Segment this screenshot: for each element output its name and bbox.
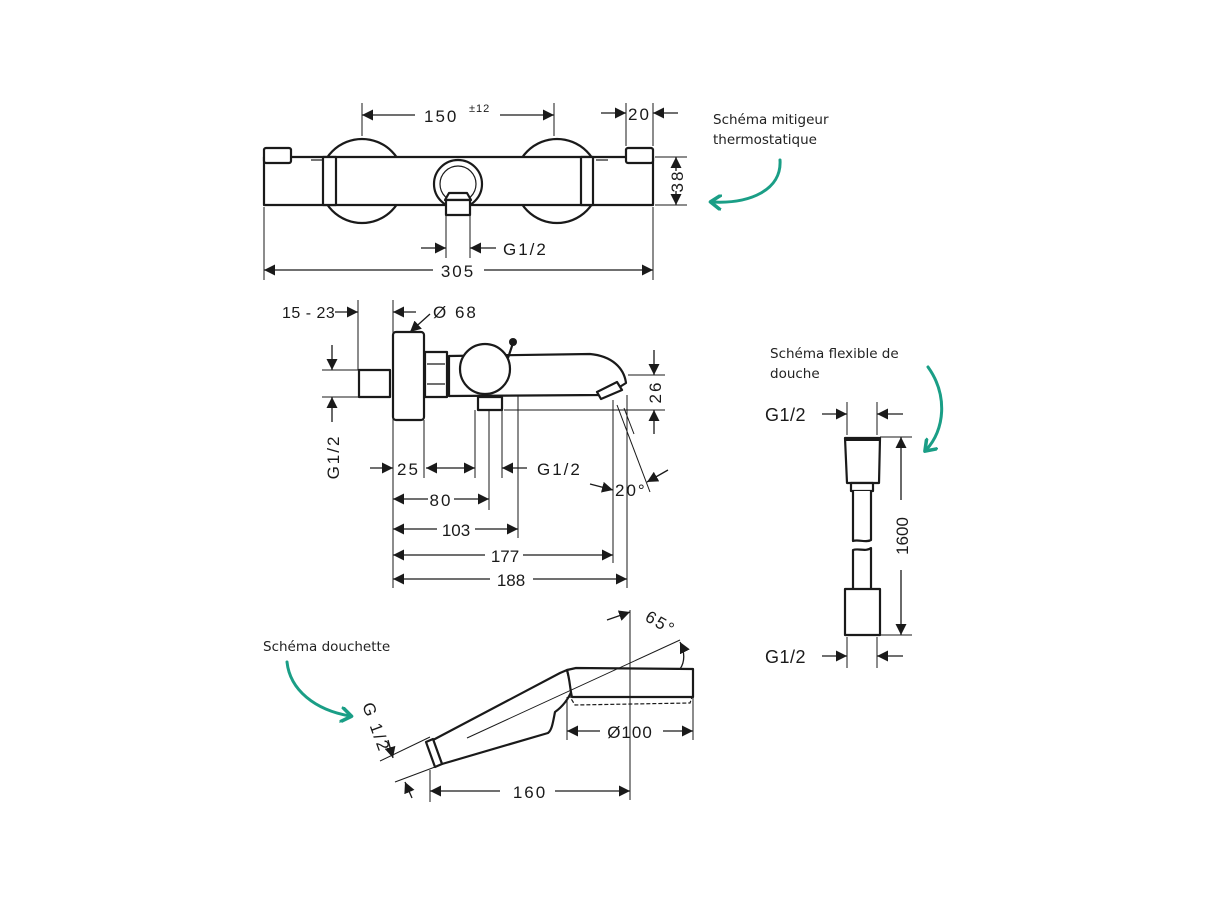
handshower-thread bbox=[424, 737, 444, 769]
thermostat-knob bbox=[458, 342, 512, 396]
mixer-top-view: 150 ±12 20 38 G1/2 305 bbox=[262, 103, 687, 281]
dim-103: 103 bbox=[442, 521, 470, 540]
hose-tube-lower bbox=[851, 546, 873, 591]
dim-188: 188 bbox=[497, 571, 525, 590]
dim-160: 160 bbox=[513, 783, 547, 802]
handshower-handle bbox=[431, 668, 574, 766]
dim-head-diameter: Ø100 bbox=[607, 723, 653, 742]
annotation-handshower: Schéma douchette bbox=[263, 639, 390, 655]
teal-arrow-icon bbox=[285, 660, 350, 716]
dim-38: 38 bbox=[668, 170, 687, 193]
dim-hose-top-thread: G1/2 bbox=[765, 405, 806, 425]
dim-20: 20 bbox=[628, 105, 651, 124]
dim-inlet-thread: G1/2 bbox=[324, 435, 343, 480]
hose-drawing: Schéma flexible de douche G1/2 1600 G1/2 bbox=[765, 346, 944, 668]
dim-80: 80 bbox=[430, 491, 453, 510]
union-nut bbox=[423, 350, 449, 399]
spout-outlet bbox=[595, 380, 624, 401]
hose-bottom-fitting bbox=[843, 587, 882, 637]
dim-outlet-thread: G1/2 bbox=[503, 240, 548, 259]
outlet-nut-side bbox=[476, 395, 504, 412]
right-cap bbox=[624, 146, 655, 165]
dim-wall-range: 15 - 23 bbox=[282, 305, 335, 322]
left-cap bbox=[262, 146, 293, 165]
mixer-side-view: 15 - 23 Ø 68 G1/2 25 G1/2 26 20° 80 103 … bbox=[282, 300, 669, 590]
handshower-drawing: Schéma douchette G 1/2 65° Ø100 160 bbox=[263, 607, 695, 802]
hose-top-collar bbox=[849, 481, 875, 493]
dim-flange-diameter: Ø 68 bbox=[433, 303, 478, 322]
hose-top-fitting bbox=[843, 436, 882, 485]
annotation-mixer-line1: Schéma mitigeur bbox=[713, 112, 829, 128]
dim-handshower-thread: G 1/2 bbox=[358, 700, 394, 755]
annotation-hose-line1: Schéma flexible de bbox=[770, 346, 899, 362]
outlet-spout bbox=[444, 198, 472, 217]
dim-1600: 1600 bbox=[893, 517, 912, 555]
wall-flange bbox=[391, 330, 426, 422]
dim-angle-20: 20° bbox=[615, 481, 647, 500]
dim-150: 150 bbox=[424, 107, 458, 126]
dim-177: 177 bbox=[491, 547, 519, 566]
right-band bbox=[579, 155, 595, 207]
dim-handshower-angle: 65° bbox=[642, 607, 679, 639]
dim-outlet-thread-side: G1/2 bbox=[537, 460, 582, 479]
wall-connector bbox=[357, 368, 392, 399]
dim-26: 26 bbox=[646, 381, 665, 404]
annotation-mixer: Schéma mitigeur thermostatique bbox=[712, 112, 829, 202]
annotation-mixer-line2: thermostatique bbox=[713, 132, 817, 148]
dim-25: 25 bbox=[397, 460, 420, 479]
dim-hose-bottom-thread: G1/2 bbox=[765, 647, 806, 667]
teal-arrow-icon bbox=[712, 158, 782, 202]
teal-arrow-icon bbox=[926, 365, 944, 450]
dim-305: 305 bbox=[441, 262, 475, 281]
annotation-hose-line2: douche bbox=[770, 366, 820, 382]
dim-150-tolerance: ±12 bbox=[469, 103, 490, 115]
left-band bbox=[321, 155, 338, 207]
hose-tube-upper bbox=[851, 491, 873, 543]
